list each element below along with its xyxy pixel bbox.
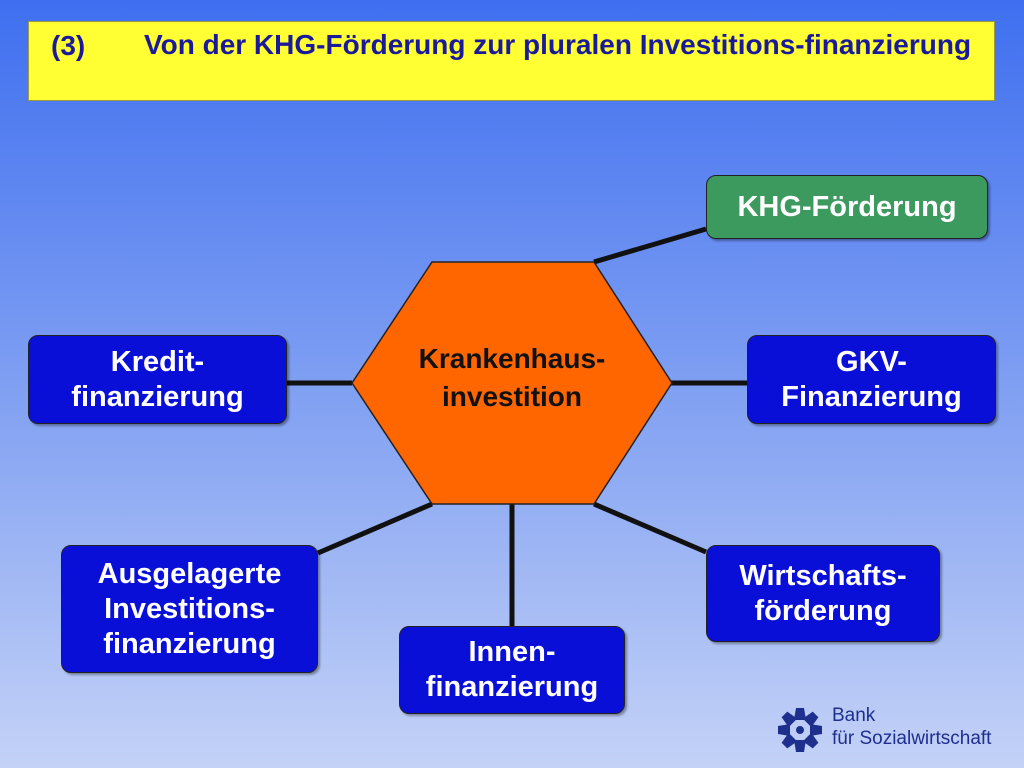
bank-logo-text: Bank für Sozialwirtschaft — [832, 704, 991, 750]
node-ausgelagerte-label: Ausgelagerte Investitions- finanzierung — [97, 557, 282, 660]
center-hexagon — [351, 261, 673, 505]
center-label: Krankenhaus- investition — [350, 340, 674, 416]
node-gkv-label: GKV- Finanzierung — [781, 345, 962, 413]
connector-khg — [593, 226, 707, 265]
node-khg-foerderung: KHG-Förderung — [706, 175, 988, 239]
bank-logo-icon — [778, 708, 822, 752]
title-box: (3) Von der KHG-Förderung zur pluralen I… — [28, 21, 995, 101]
node-wirtschaft-label: Wirtschafts- förderung — [739, 559, 907, 627]
node-wirtschaftsfoerderung: Wirtschafts- förderung — [706, 545, 940, 642]
title-number: (3) — [51, 30, 86, 61]
center-label-text: Krankenhaus- investition — [418, 343, 606, 412]
node-innenfinanzierung: Innen- finanzierung — [399, 626, 625, 714]
node-kredit-label: Kredit- finanzierung — [71, 345, 244, 413]
connector-wirtschaft — [593, 501, 707, 555]
node-gkv-finanzierung: GKV- Finanzierung — [747, 335, 996, 424]
node-khg-label: KHG-Förderung — [737, 190, 957, 223]
node-kreditfinanzierung: Kredit- finanzierung — [28, 335, 287, 424]
title-text: Von der KHG-Förderung zur pluralen Inves… — [144, 29, 972, 60]
bank-logo-line1: Bank — [832, 705, 876, 726]
node-innen-label: Innen- finanzierung — [425, 636, 599, 703]
connector-ausgelagerte — [317, 501, 433, 556]
node-ausgelagerte-investitionsfinanzierung: Ausgelagerte Investitions- finanzierung — [61, 545, 318, 673]
bank-logo-line2: für Sozialwirtschaft — [832, 728, 992, 749]
